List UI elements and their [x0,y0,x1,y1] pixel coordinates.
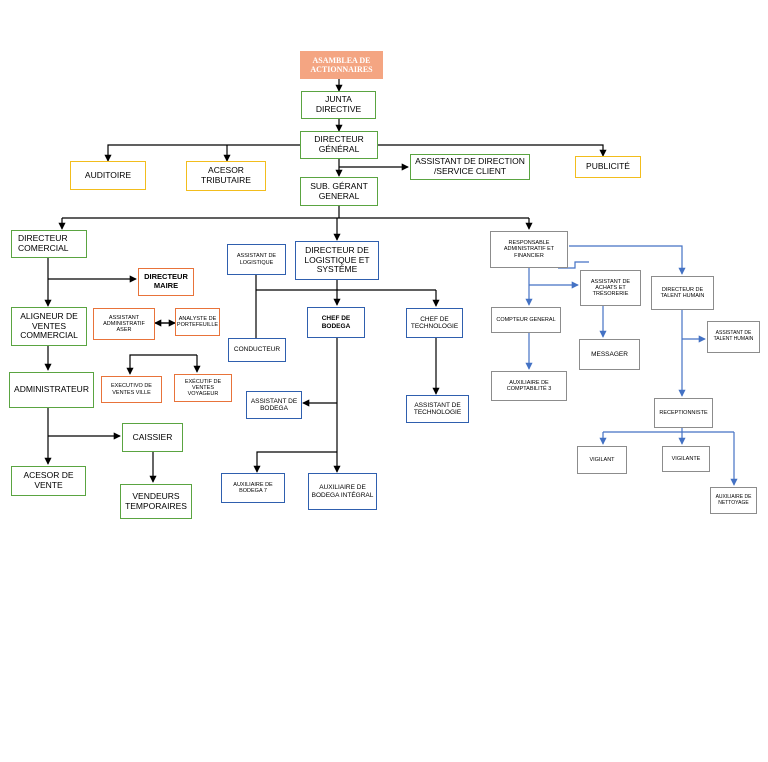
node-auxiliaire-bodega-7: AUXILIAIRE DE BODEGA 7 [221,473,285,503]
node-vigilante: VIGILANTE [662,446,710,472]
node-receptionniste-label: RECEPTIONNISTE [659,409,708,416]
node-junta-directive: JUNTA DIRECTIVE [301,91,376,119]
node-auxiliaire-nettoyage: AUXILIAIRE DE NETTOYAGE [710,487,757,514]
node-compteur-general-label: COMPTEUR GENERAL [496,316,556,323]
node-directeur-talent-label: DIRECTEUR DE TALENT HUMAIN [660,286,705,299]
node-assistant-achats: ASSISTANT DE ACHATS ET TRÉSORERIE [580,270,641,306]
node-assistant-bodega-label: ASSISTANT DE BODEGA [250,397,298,412]
node-assistant-technologie: ASSISTANT DE TECHNOLOGIE [406,395,469,423]
black-connectors [44,79,607,483]
node-messager: MESSAGER [579,339,640,370]
node-caissier: CAISSIER [122,423,183,452]
node-conducteur: CONDUCTEUR [228,338,286,362]
node-directeur-logistique: DIRECTEUR DE LOGISTIQUE ET SYSTÈME [295,241,379,280]
node-caissier-label: CAISSIER [132,431,173,442]
node-assistant-administratif-aser-label: ASSISTANT ADMINISTRATIF ASER [103,314,145,334]
node-receptionniste: RECEPTIONNISTE [654,398,713,428]
node-auxiliaire-bodega-7-label: AUXILIAIRE DE BODEGA 7 [233,481,273,494]
node-executivo-ventes-ville-label: EXECUTIVO DE VENTES VILLE [111,383,152,396]
node-administrateur-label: ADMINISTRATEUR [14,384,89,395]
node-auxiliaire-comptabilite: AUXILIAIRE DE COMPTABILITÉ 3 [491,371,567,401]
node-chef-technologie: CHEF DE TECHNOLOGIE [406,308,463,338]
node-vendeurs-temporaires-label: VENDEURS TEMPORAIRES [125,490,187,511]
node-publicite: PUBLICITÉ [575,156,641,178]
node-analyste-portefeuille: ANALYSTE DE PORTEFEUILLE [175,308,220,336]
node-auxiliaire-bodega-integral-label: AUXILIAIRE DE BODEGA INTÉGRAL [311,484,374,499]
node-sub-gerant-label: SUB. GÉRANT GENERAL [310,180,368,201]
node-directeur-maire: DIRECTEUR MAIRE [138,268,194,296]
node-responsable-administratif: RESPONSABLE ADMINISTRATIF ET FINANCIER [490,231,568,268]
node-chef-bodega-label: CHEF DE BODEGA [321,315,351,330]
node-junta-directive-label: JUNTA DIRECTIVE [315,94,362,114]
node-chef-bodega: CHEF DE BODEGA [307,307,365,338]
node-directeur-comercial: DIRECTEUR COMERCIAL [11,230,87,258]
node-assistant-talent-label: ASSISTANT DE TALENT HUMAIN [713,330,754,342]
node-assistant-administratif-aser: ASSISTANT ADMINISTRATIF ASER [93,308,155,340]
node-sub-gerant: SUB. GÉRANT GENERAL [300,177,378,206]
node-directeur-general: DIRECTEUR GÉNÉRAL [300,131,378,159]
node-asamblea-label: ASAMBLEA DE ACTIONNAIRES [310,55,373,74]
node-assistant-logistique-label: ASSISTANT DE LOGISTIQUE [236,253,277,266]
node-vigilant-label: VIGILANT [589,456,615,463]
node-acesor-tributaire-label: ACESOR TRIBUTAIRE [201,165,251,185]
node-assistant-technologie-label: ASSISTANT DE TECHNOLOGIE [413,401,462,416]
node-assistant-direction-label: ASSISTANT DE DIRECTION /SERVICE CLIENT [415,156,525,176]
node-assistant-talent: ASSISTANT DE TALENT HUMAIN [707,321,760,353]
node-acesor-vente: ACESOR DE VENTE [11,466,86,496]
node-asamblea: ASAMBLEA DE ACTIONNAIRES [300,51,383,79]
node-compteur-general: COMPTEUR GENERAL [491,307,561,333]
node-acesor-tributaire: ACESOR TRIBUTAIRE [186,161,266,191]
node-auxiliaire-nettoyage-label: AUXILIAIRE DE NETTOYAGE [715,493,752,506]
node-responsable-administratif-label: RESPONSABLE ADMINISTRATIF ET FINANCIER [503,240,555,259]
node-aligneur-ventes-label: ALIGNEUR DE VENTES COMMERCIAL [20,310,78,341]
node-executivo-ventes-ville: EXECUTIVO DE VENTES VILLE [101,376,162,403]
node-directeur-logistique-label: DIRECTEUR DE LOGISTIQUE ET SYSTÈME [304,244,370,275]
node-auxiliaire-bodega-integral: AUXILIAIRE DE BODEGA INTÉGRAL [308,473,377,510]
node-administrateur: ADMINISTRATEUR [9,372,94,408]
node-executif-ventes-voyageur: EXÉCUTIF DE VENTES VOYAGEUR [174,374,232,402]
node-messager-label: MESSAGER [591,350,628,358]
node-assistant-achats-label: ASSISTANT DE ACHATS ET TRÉSORERIE [590,278,631,298]
node-vigilante-label: VIGILANTE [671,455,701,462]
node-directeur-talent: DIRECTEUR DE TALENT HUMAIN [651,276,714,310]
node-assistant-direction: ASSISTANT DE DIRECTION /SERVICE CLIENT [410,154,530,180]
node-analyste-portefeuille-label: ANALYSTE DE PORTEFEUILLE [176,315,219,328]
node-directeur-comercial-label: DIRECTEUR COMERCIAL [18,233,69,253]
node-auxiliaire-comptabilite-label: AUXILIAIRE DE COMPTABILITÉ 3 [506,379,552,392]
node-publicite-label: PUBLICITÉ [586,161,630,172]
node-assistant-logistique: ASSISTANT DE LOGISTIQUE [227,244,286,275]
node-auditoire-label: AUDITOIRE [84,169,132,180]
node-acesor-vente-label: ACESOR DE VENTE [23,470,74,490]
node-directeur-general-label: DIRECTEUR GÉNÉRAL [314,134,364,154]
node-assistant-bodega: ASSISTANT DE BODEGA [246,391,302,419]
node-auditoire: AUDITOIRE [70,161,146,190]
node-vigilant: VIGILANT [577,446,627,474]
blue-connectors [525,245,738,486]
node-executif-ventes-voyageur-label: EXÉCUTIF DE VENTES VOYAGEUR [184,378,222,398]
node-directeur-maire-label: DIRECTEUR MAIRE [144,272,188,290]
node-vendeurs-temporaires: VENDEURS TEMPORAIRES [120,484,192,519]
node-conducteur-label: CONDUCTEUR [233,346,281,354]
node-chef-technologie-label: CHEF DE TECHNOLOGIE [410,315,459,330]
node-aligneur-ventes: ALIGNEUR DE VENTES COMMERCIAL [11,307,87,346]
